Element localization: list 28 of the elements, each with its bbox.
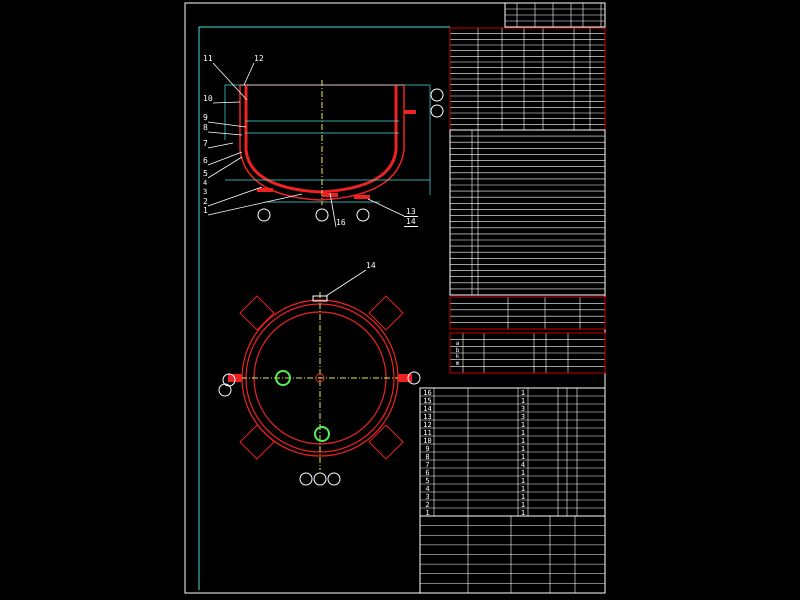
callout-number: 5 (203, 169, 208, 178)
callout-number: 16 (336, 218, 346, 227)
leader-line (326, 270, 366, 296)
leader-line (208, 194, 302, 216)
callout-number: 10 (203, 94, 213, 103)
leader-line (208, 152, 242, 166)
callout-number: 14 (366, 261, 376, 270)
callout-number: 7 (203, 139, 208, 148)
leader-line (208, 132, 242, 136)
leader-line (208, 156, 242, 178)
leader-line (368, 198, 404, 216)
callout-number: 1 (203, 206, 208, 215)
callout-number: 8 (203, 123, 208, 132)
leader-line (208, 122, 246, 128)
lifting-lug (312, 296, 328, 302)
leader-line (208, 142, 234, 148)
callout-number: 14 (404, 217, 418, 227)
leader-line (212, 102, 240, 104)
callout-number: 2 (203, 197, 208, 206)
callout-number: 9 (203, 113, 208, 122)
leader-line (244, 62, 254, 86)
leader-line (212, 62, 248, 100)
leader-line (208, 186, 262, 206)
callout-number: 6 (203, 156, 208, 165)
callout-number: 13 (404, 207, 418, 217)
callout-number: 11 (203, 54, 213, 63)
callout-number: 12 (254, 54, 264, 63)
leader-line (330, 192, 336, 228)
